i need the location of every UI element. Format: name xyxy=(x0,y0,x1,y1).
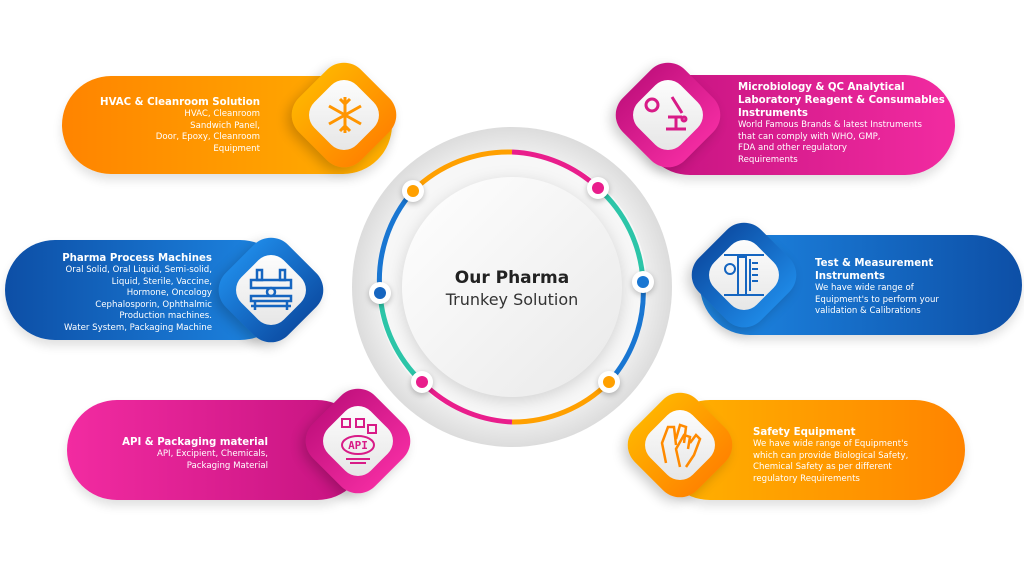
line: Liquid, Sterile, Vaccine, xyxy=(111,276,212,287)
line: Door, Epoxy, Cleanroom xyxy=(155,132,260,142)
line: Production machines. xyxy=(119,311,212,321)
press-machine-icon xyxy=(249,268,293,310)
microbiology-text: Microbiology & QC Analytical Laboratory … xyxy=(738,81,958,166)
line: Equipment's to perform your xyxy=(815,294,939,305)
line: Requirements xyxy=(738,154,798,165)
safety-title: Safety Equipment xyxy=(753,427,856,438)
pharma-process-title: Pharma Process Machines xyxy=(62,253,212,264)
line: We have wide range of xyxy=(815,283,914,293)
center-subtitle: Trunkey Solution xyxy=(445,290,579,309)
line: Chemical Safety as per different xyxy=(753,462,892,472)
line: validation & Calibrations xyxy=(815,306,921,316)
gloves-icon xyxy=(660,423,702,468)
line: Hormone, Oncology xyxy=(126,288,212,298)
caliper-icon xyxy=(724,254,764,296)
line: World Famous Brands & latest Instruments xyxy=(738,120,922,130)
test-measurement-title: Test & Measurement Instruments xyxy=(815,258,934,282)
line: FDA and other regulatory xyxy=(738,143,847,153)
line: We have wide range of Equipment's xyxy=(753,439,908,449)
line: Sandwich Panel, xyxy=(190,120,260,131)
line: Cephalosporin, Ophthalmic xyxy=(95,299,212,310)
hvac-title: HVAC & Cleanroom Solution xyxy=(100,97,260,108)
line: Water System, Packaging Machine xyxy=(64,322,212,333)
hvac-text: HVAC & Cleanroom Solution HVAC, Cleanroo… xyxy=(70,96,260,155)
pharma-process-text: Pharma Process Machines Oral Solid, Oral… xyxy=(10,252,212,334)
test-measurement-text: Test & Measurement Instruments We have w… xyxy=(815,257,985,318)
api-icon: API xyxy=(341,418,377,464)
microbiology-title: Microbiology & QC Analytical Laboratory … xyxy=(738,82,945,119)
snowflake-icon xyxy=(328,97,362,133)
api-title: API & Packaging material xyxy=(122,437,268,448)
center-title: Our Pharma xyxy=(454,268,570,288)
safety-text: Safety Equipment We have wide range of E… xyxy=(753,426,953,485)
line: API, Excipient, Chemicals, xyxy=(156,449,268,459)
svg-text:API: API xyxy=(348,439,368,452)
line: regulatory Requirements xyxy=(753,473,860,484)
api-text: API & Packaging material API, Excipient,… xyxy=(80,436,268,472)
microscope-icon xyxy=(644,96,688,131)
line: which can provide Biological Safety, xyxy=(753,450,909,461)
line: Equipment xyxy=(213,143,260,154)
line: HVAC, Cleanroom xyxy=(184,109,260,119)
line: that can comply with WHO, GMP, xyxy=(738,131,881,142)
line: Packaging Material xyxy=(186,460,268,471)
line: Oral Solid, Oral Liquid, Semi-solid, xyxy=(65,265,212,275)
